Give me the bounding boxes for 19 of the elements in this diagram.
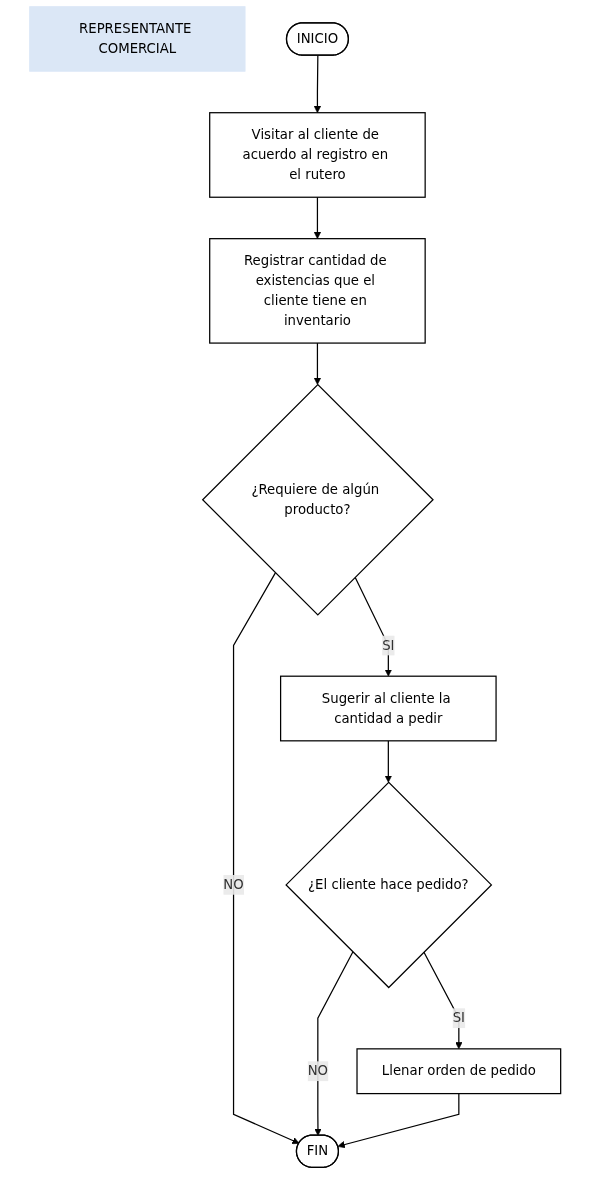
node-diamond: ¿Requiere de algún producto? [201, 383, 434, 616]
node-box: REPRESENTANTE COMERCIAL [29, 6, 246, 72]
arrow [313, 54, 321, 114]
node-box: Sugerir al cliente la cantidad a pedir [279, 675, 497, 742]
arrow [313, 196, 321, 239]
arrow [314, 951, 354, 1136]
node-box: Visitar al cliente de acuerdo al registro en el rutero [208, 112, 426, 198]
arrow [337, 1093, 460, 1149]
node-box: Registrar cantidad de existencias que el cliente tiene en inventario [208, 238, 426, 344]
edge-label: SI [452, 1009, 465, 1026]
arrow [423, 951, 463, 1050]
edge-label: NO [307, 1062, 328, 1079]
edge-label: SI [382, 637, 395, 653]
edge-label: NO [223, 876, 244, 893]
node-diamond: ¿El cliente hace pedido? [285, 781, 493, 989]
arrow [313, 342, 321, 385]
arrow [384, 740, 392, 783]
node-box: Llenar orden de pedido [356, 1048, 562, 1095]
arrow [232, 572, 300, 1145]
